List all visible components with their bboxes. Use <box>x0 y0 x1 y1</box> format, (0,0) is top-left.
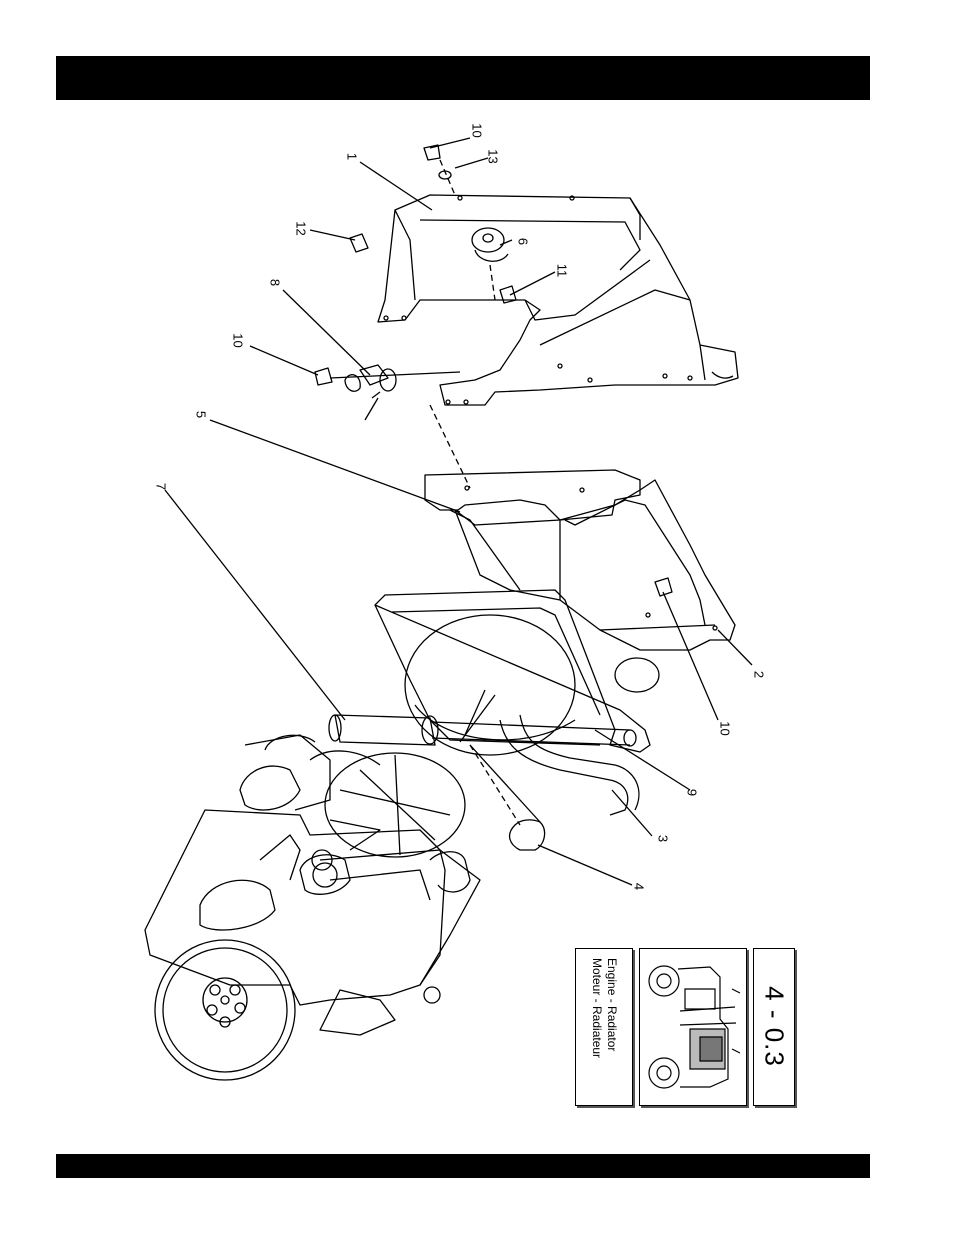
callout-8: 8 <box>269 272 282 294</box>
callout-12: 12 <box>295 218 308 240</box>
callout-7: 7 <box>155 476 168 498</box>
generator-thumbnail-icon <box>640 949 746 1105</box>
part-5-plate <box>425 470 640 590</box>
callout-10-lower: 10 <box>719 718 732 740</box>
callout-6: 6 <box>517 231 530 253</box>
callout-9: 9 <box>686 782 699 804</box>
legend-title-fr: Moteur - Radiateur <box>589 958 604 1094</box>
callout-4: 4 <box>633 876 646 898</box>
legend-title-en: Engine - Radiator <box>604 958 619 1094</box>
radiator-core <box>375 590 659 752</box>
hardware <box>315 145 672 596</box>
legend-title-box: Engine - Radiator Moteur - Radiateur <box>575 948 633 1106</box>
callout-1: 1 <box>346 146 359 168</box>
engine-block <box>145 735 480 1080</box>
part-2-shroud <box>455 480 735 650</box>
legend-thumbnail <box>639 948 747 1106</box>
legend-section-number-box: 4 - 0.3 <box>753 948 795 1106</box>
callout-5: 5 <box>195 404 208 426</box>
section-legend: Engine - Radiator Moteur - Radiateur 4 -… <box>575 948 793 1106</box>
callout-11: 11 <box>556 260 569 282</box>
callout-10-top: 10 <box>471 120 484 142</box>
fan-blades <box>310 751 465 857</box>
leader-lines <box>165 138 752 885</box>
callout-13: 13 <box>487 146 500 168</box>
fan-shroud-disc <box>405 615 575 755</box>
legend-section-number: 4 - 0.3 <box>759 981 790 1073</box>
callout-2: 2 <box>753 664 766 686</box>
callout-3: 3 <box>657 828 670 850</box>
callout-10-left: 10 <box>232 330 245 352</box>
